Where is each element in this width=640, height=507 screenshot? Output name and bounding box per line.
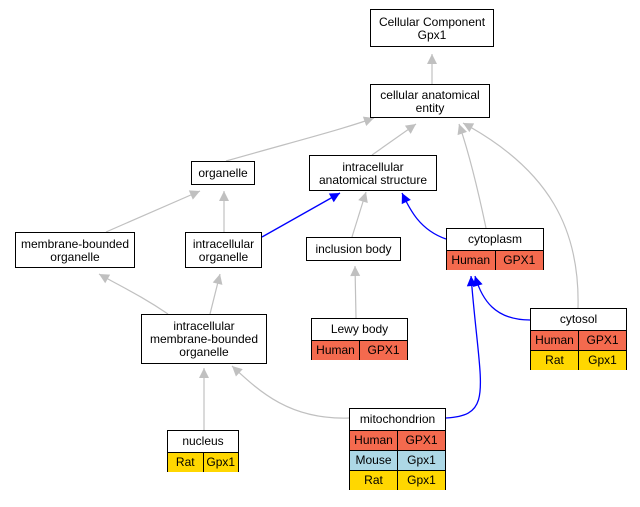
species-cell: Mouse	[355, 453, 392, 467]
gene-cell: Gpx1	[202, 453, 239, 472]
arrowhead-icon	[328, 193, 340, 203]
arrowhead-icon	[212, 274, 223, 285]
arrowhead-icon	[99, 274, 111, 284]
arrowhead-icon	[350, 266, 361, 277]
arrowhead-icon	[199, 368, 209, 378]
gene-cell: Gpx1	[578, 351, 626, 370]
node-io[interactable]: intracellular organelle	[185, 232, 262, 268]
arrowhead-icon	[457, 124, 467, 136]
node-label: inclusion body	[315, 242, 392, 256]
edge-mito-to-cytoplasm	[445, 275, 482, 419]
edge-cytoplasm-to-anat_entity	[458, 123, 487, 229]
arrowhead-icon	[232, 366, 243, 377]
node-label: nucleus	[182, 434, 224, 448]
species-cell: Rat	[545, 353, 564, 367]
arrowhead-icon	[463, 123, 475, 133]
arrowhead-icon	[427, 54, 437, 64]
gene-cell: GPX1	[578, 331, 626, 350]
gene-cell: GPX1	[397, 431, 445, 450]
species-cell: Human	[354, 433, 393, 447]
annotation-row: Human GPX1	[312, 340, 407, 360]
arrowhead-icon	[358, 192, 368, 204]
node-cc-root[interactable]: Cellular Component Gpx1	[370, 9, 494, 47]
node-inclusion[interactable]: inclusion body	[306, 237, 401, 261]
node-label: organelle	[198, 166, 248, 180]
node-imbo[interactable]: intracellular membrane-bounded organelle	[141, 314, 267, 364]
edge-cytosol-to-anat_entity	[462, 122, 579, 309]
species-cell: Human	[535, 333, 574, 347]
node-label: intracellular membrane-bounded organelle	[149, 319, 259, 359]
arrowhead-icon	[219, 191, 229, 201]
gene-cell: GPX1	[359, 341, 407, 360]
node-mbo[interactable]: membrane-bounded organelle	[15, 232, 135, 268]
node-label: cytoplasm	[467, 232, 523, 246]
node-label: mitochondrion	[359, 412, 436, 426]
arrowhead-icon	[188, 190, 200, 200]
node-label: membrane-bounded organelle	[20, 236, 130, 264]
annotation-row: Rat Gpx1	[168, 452, 238, 472]
node-organelle[interactable]: organelle	[191, 161, 255, 185]
species-cell: Rat	[364, 473, 383, 487]
edge-cytosol-to-cytoplasm	[474, 275, 531, 321]
annotation-row: Human GPX1	[350, 430, 445, 450]
gene-cell: GPX1	[494, 251, 544, 270]
arrowhead-icon	[362, 116, 374, 127]
node-label: cytosol	[559, 312, 598, 326]
arrowhead-icon	[466, 276, 477, 287]
edge-mito-to-imbo	[231, 365, 350, 419]
species-cell: Human	[316, 343, 355, 357]
edge-io-to-ias	[261, 192, 341, 238]
arrowhead-icon	[401, 193, 411, 205]
species-cell: Rat	[175, 455, 195, 469]
node-ias[interactable]: intracellular anatomical structure	[309, 155, 437, 191]
arrowhead-icon	[404, 124, 416, 134]
node-label: intracellular organelle	[192, 236, 255, 264]
node-label: cellular anatomical entity	[380, 87, 480, 115]
annotation-row: Rat Gpx1	[531, 350, 626, 370]
annotation-row: Mouse Gpx1	[350, 450, 445, 470]
node-label: intracellular anatomical structure	[318, 159, 428, 187]
edge-organelle-to-anat_entity	[225, 117, 375, 162]
edge-imbo-to-mbo	[98, 273, 169, 315]
node-label: Cellular Component Gpx1	[378, 14, 486, 42]
gene-cell: Gpx1	[397, 471, 445, 490]
annotation-row: Human GPX1	[531, 330, 626, 350]
node-label: Lewy body	[330, 322, 389, 336]
edge-mbo-to-organelle	[105, 190, 201, 233]
annotation-row: Rat Gpx1	[350, 470, 445, 490]
gene-cell: Gpx1	[397, 451, 445, 470]
species-cell: Human	[451, 253, 491, 267]
node-anat-entity[interactable]: cellular anatomical entity	[370, 84, 490, 118]
